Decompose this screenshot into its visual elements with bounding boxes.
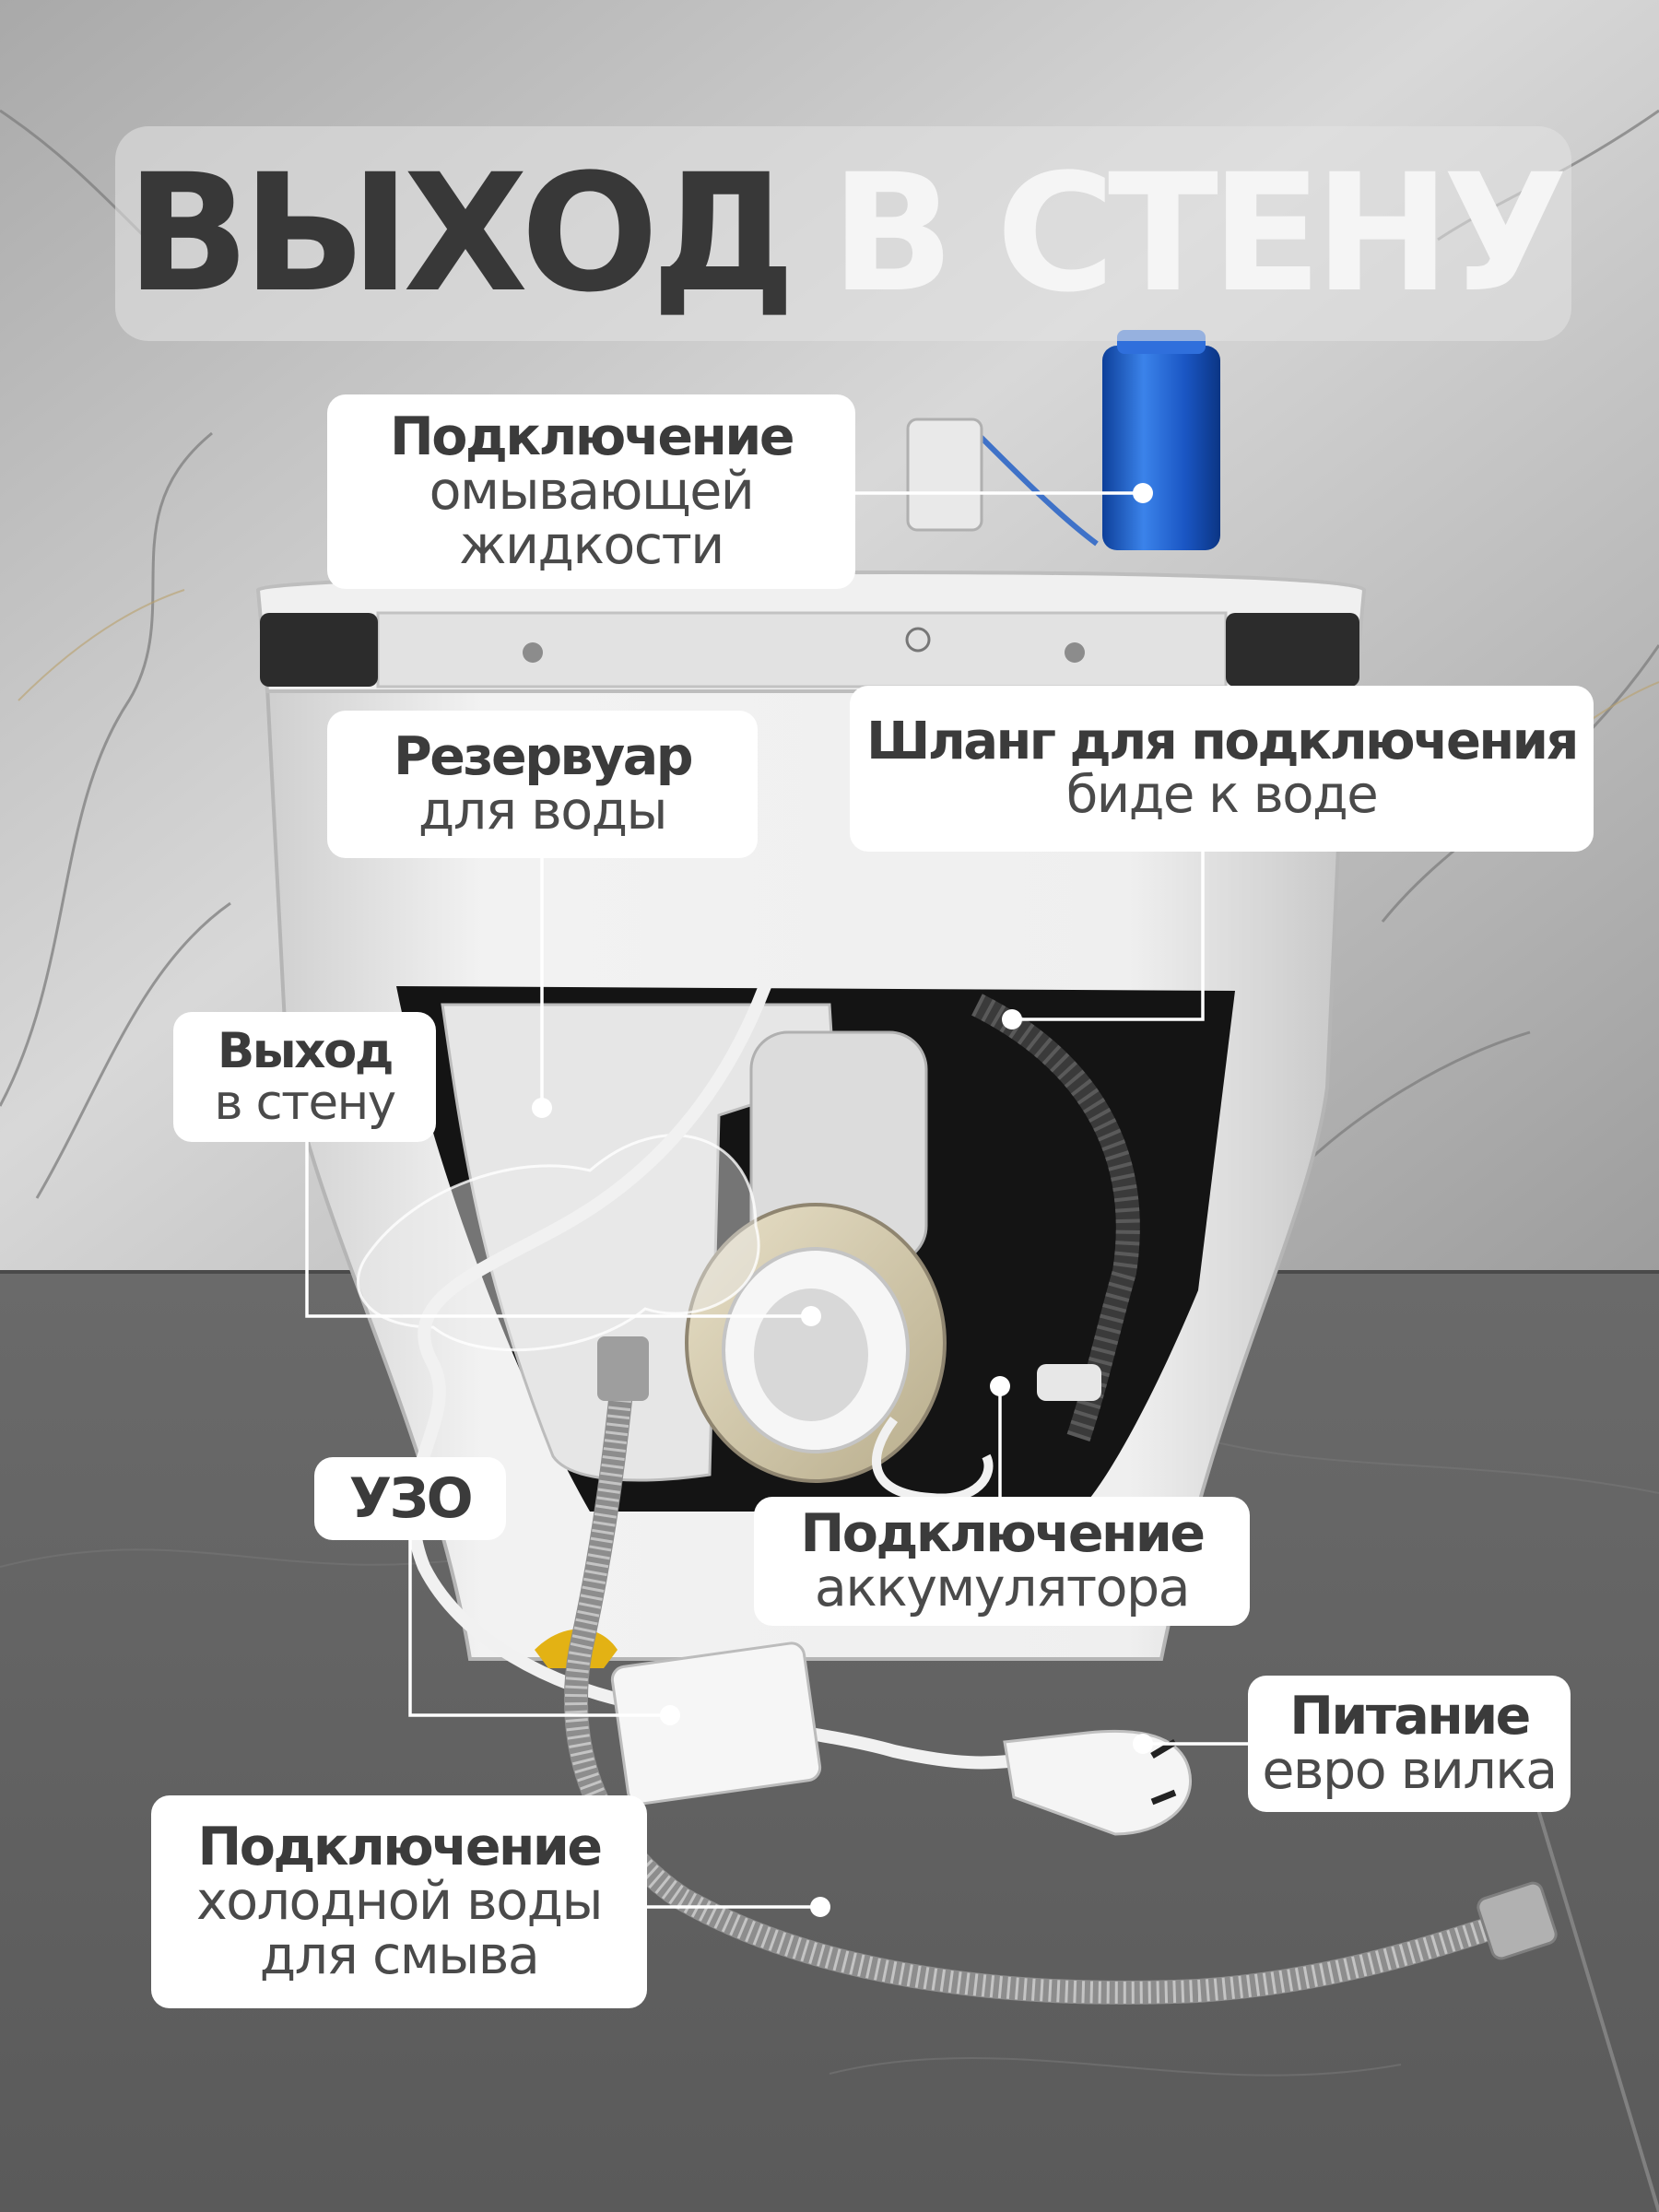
callout-battery-title: Подключение xyxy=(800,1502,1206,1564)
callout-bidet-hose-title: Шланг для подключения xyxy=(866,711,1579,771)
braided-water-hose xyxy=(563,1381,1515,2005)
internal-water-tank xyxy=(441,1003,836,1482)
leader-bidet-hose xyxy=(1012,852,1205,1021)
title-dark-part: ВЫХОД xyxy=(125,138,796,328)
callout-bidet-hose-line-1: биде к воде xyxy=(1065,765,1379,825)
title-banner: ВЫХОД В СТЕНУ xyxy=(115,126,1571,341)
title-light-part: В СТЕНУ xyxy=(830,138,1568,328)
fluid-connector xyxy=(906,418,983,532)
plug-pin-2 xyxy=(1150,1789,1177,1806)
hose-clip xyxy=(1037,1364,1101,1401)
leader-dots xyxy=(532,483,1153,1917)
dot-rcd xyxy=(660,1705,680,1725)
callout-water-tank: Резервуар для воды xyxy=(327,711,758,858)
callout-power-line-1: евро вилка xyxy=(1262,1740,1558,1801)
dot-battery xyxy=(990,1376,1010,1396)
callout-washer-fluid-line-1: омывающей xyxy=(429,460,755,522)
callout-cold-water-line-2: для смыва xyxy=(259,1925,540,1987)
panel-screw-left xyxy=(523,642,543,663)
leader-rcd xyxy=(408,1540,670,1717)
dot-bidet-hose xyxy=(1002,1009,1022,1030)
callout-cold-water-line-1: холодной воды xyxy=(195,1870,604,1932)
callout-wall-outlet: Выход в стену xyxy=(173,1012,436,1142)
washer-fluid-bottle xyxy=(1102,346,1220,550)
right-hinge-cover xyxy=(1226,613,1359,687)
left-hinge-cover xyxy=(260,613,378,687)
euro-plug xyxy=(1003,1729,1192,1836)
callout-cold-water: Подключение холодной воды для смыва xyxy=(151,1795,647,2008)
fluid-tube xyxy=(974,430,1099,547)
callout-washer-fluid-title: Подключение xyxy=(389,406,795,467)
callout-battery-line-1: аккумулятора xyxy=(814,1558,1191,1618)
hose-fitting-top xyxy=(597,1336,649,1401)
dot-wall-outlet xyxy=(801,1306,821,1326)
callout-water-tank-line-1: для воды xyxy=(418,781,668,841)
hose-nut xyxy=(1477,1881,1558,1960)
rcd-device xyxy=(610,1641,822,1806)
leader-lines xyxy=(305,491,1248,1909)
lid-hinge-panel xyxy=(376,611,1228,688)
callout-power: Питание евро вилка xyxy=(1248,1676,1571,1812)
callout-washer-fluid-line-2: жидкости xyxy=(459,515,724,577)
callout-bidet-hose: Шланг для подключения биде к воде xyxy=(850,686,1594,852)
callout-power-title: Питание xyxy=(1289,1685,1531,1747)
callout-washer-fluid: Подключение омывающей жидкости xyxy=(327,394,855,589)
dot-cold-water xyxy=(810,1897,830,1917)
dot-washer-fluid xyxy=(1133,483,1153,503)
outlet-pipe-inner xyxy=(754,1288,868,1421)
panel-screw-right xyxy=(1065,642,1085,663)
callout-rcd-title: УЗО xyxy=(348,1465,474,1531)
leader-wall-outlet xyxy=(305,1142,811,1318)
dot-water-tank xyxy=(532,1098,552,1118)
plastic-wrap xyxy=(357,1134,760,1352)
dot-power xyxy=(1133,1734,1153,1754)
floor-texture xyxy=(0,1437,1659,2212)
callout-wall-outlet-title: Выход xyxy=(217,1023,394,1080)
callout-wall-outlet-line-1: в стену xyxy=(214,1074,396,1131)
callout-cold-water-title: Подключение xyxy=(197,1816,603,1877)
callout-water-tank-title: Резервуар xyxy=(393,725,694,787)
panel-sensor xyxy=(905,627,931,653)
callout-rcd: УЗО xyxy=(314,1457,506,1540)
callout-battery: Подключение аккумулятора xyxy=(754,1497,1250,1626)
